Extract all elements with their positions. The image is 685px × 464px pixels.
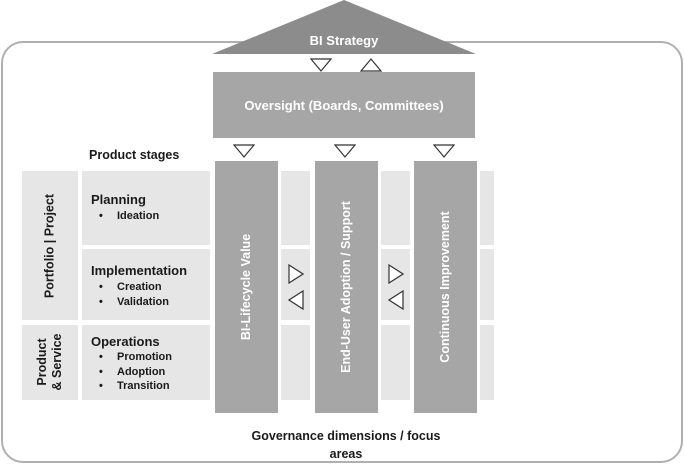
stage-title: Planning (91, 192, 146, 207)
row-group-label-line: & Service (50, 333, 64, 391)
row-group-portfolio-project (22, 171, 78, 320)
roof-triangle (212, 0, 476, 54)
grid-cell (381, 171, 410, 245)
pillar-continuous-improvement (414, 161, 477, 413)
stage-operations: Operations Promotion Adoption Transition (91, 334, 172, 394)
stage-cell-planning (82, 171, 210, 245)
right-arrow-icon (388, 264, 404, 284)
bi-strategy-label: BI Strategy (309, 33, 379, 48)
stage-title: Operations (91, 334, 160, 349)
grid-cell (381, 325, 410, 400)
governance-dimensions-caption: Governance dimensions / focus areas (215, 427, 477, 463)
stage-title: Implementation (91, 263, 188, 278)
grid-cell (281, 249, 310, 320)
stage-item: Validation (91, 295, 187, 310)
pillar-bi-lifecycle-value (215, 161, 278, 413)
product-stages-heading: Product stages (89, 148, 180, 162)
grid-cell (381, 249, 410, 320)
stage-item-list: Promotion Adoption Transition (91, 350, 172, 394)
stage-item: Adoption (91, 365, 172, 380)
stage-planning: Planning Ideation (91, 192, 159, 224)
oversight-box: Oversight (Boards, Committees) (213, 72, 475, 138)
down-arrow-icon (233, 144, 255, 158)
pillar-label: BI-Lifecycle Value (239, 233, 253, 341)
caption-line: areas (329, 447, 363, 461)
left-arrow-icon (388, 290, 404, 310)
left-arrow-icon (288, 290, 304, 310)
stage-implementation: Implementation Creation Validation (91, 263, 187, 309)
row-group-label: Product & Service (35, 334, 65, 391)
stage-item: Ideation (91, 209, 159, 224)
stage-item: Transition (91, 379, 172, 394)
pillar-label: Continuous Improvement (438, 211, 452, 363)
stage-item: Promotion (91, 350, 172, 365)
stage-item-list: Creation Validation (91, 280, 187, 309)
down-arrow-icon (433, 144, 455, 158)
pillar-label: End-User Adoption / Support (339, 201, 353, 373)
grid-cell (480, 171, 494, 245)
up-arrow-icon (360, 58, 382, 72)
grid-cell (281, 325, 310, 400)
pillar-end-user-adoption (315, 161, 378, 413)
grid-cell (281, 171, 310, 245)
down-arrow-icon (334, 144, 356, 158)
stage-item-list: Ideation (91, 209, 159, 224)
grid-cell (480, 249, 494, 320)
row-group-label: Portfolio | Project (42, 193, 57, 299)
stage-item: Creation (91, 280, 187, 295)
row-group-product-service (22, 325, 78, 400)
caption-line: Governance dimensions / focus (251, 429, 441, 443)
right-arrow-icon (288, 264, 304, 284)
grid-cell (480, 325, 494, 400)
down-arrow-icon (310, 58, 332, 72)
row-group-label-line: Product (35, 338, 49, 386)
